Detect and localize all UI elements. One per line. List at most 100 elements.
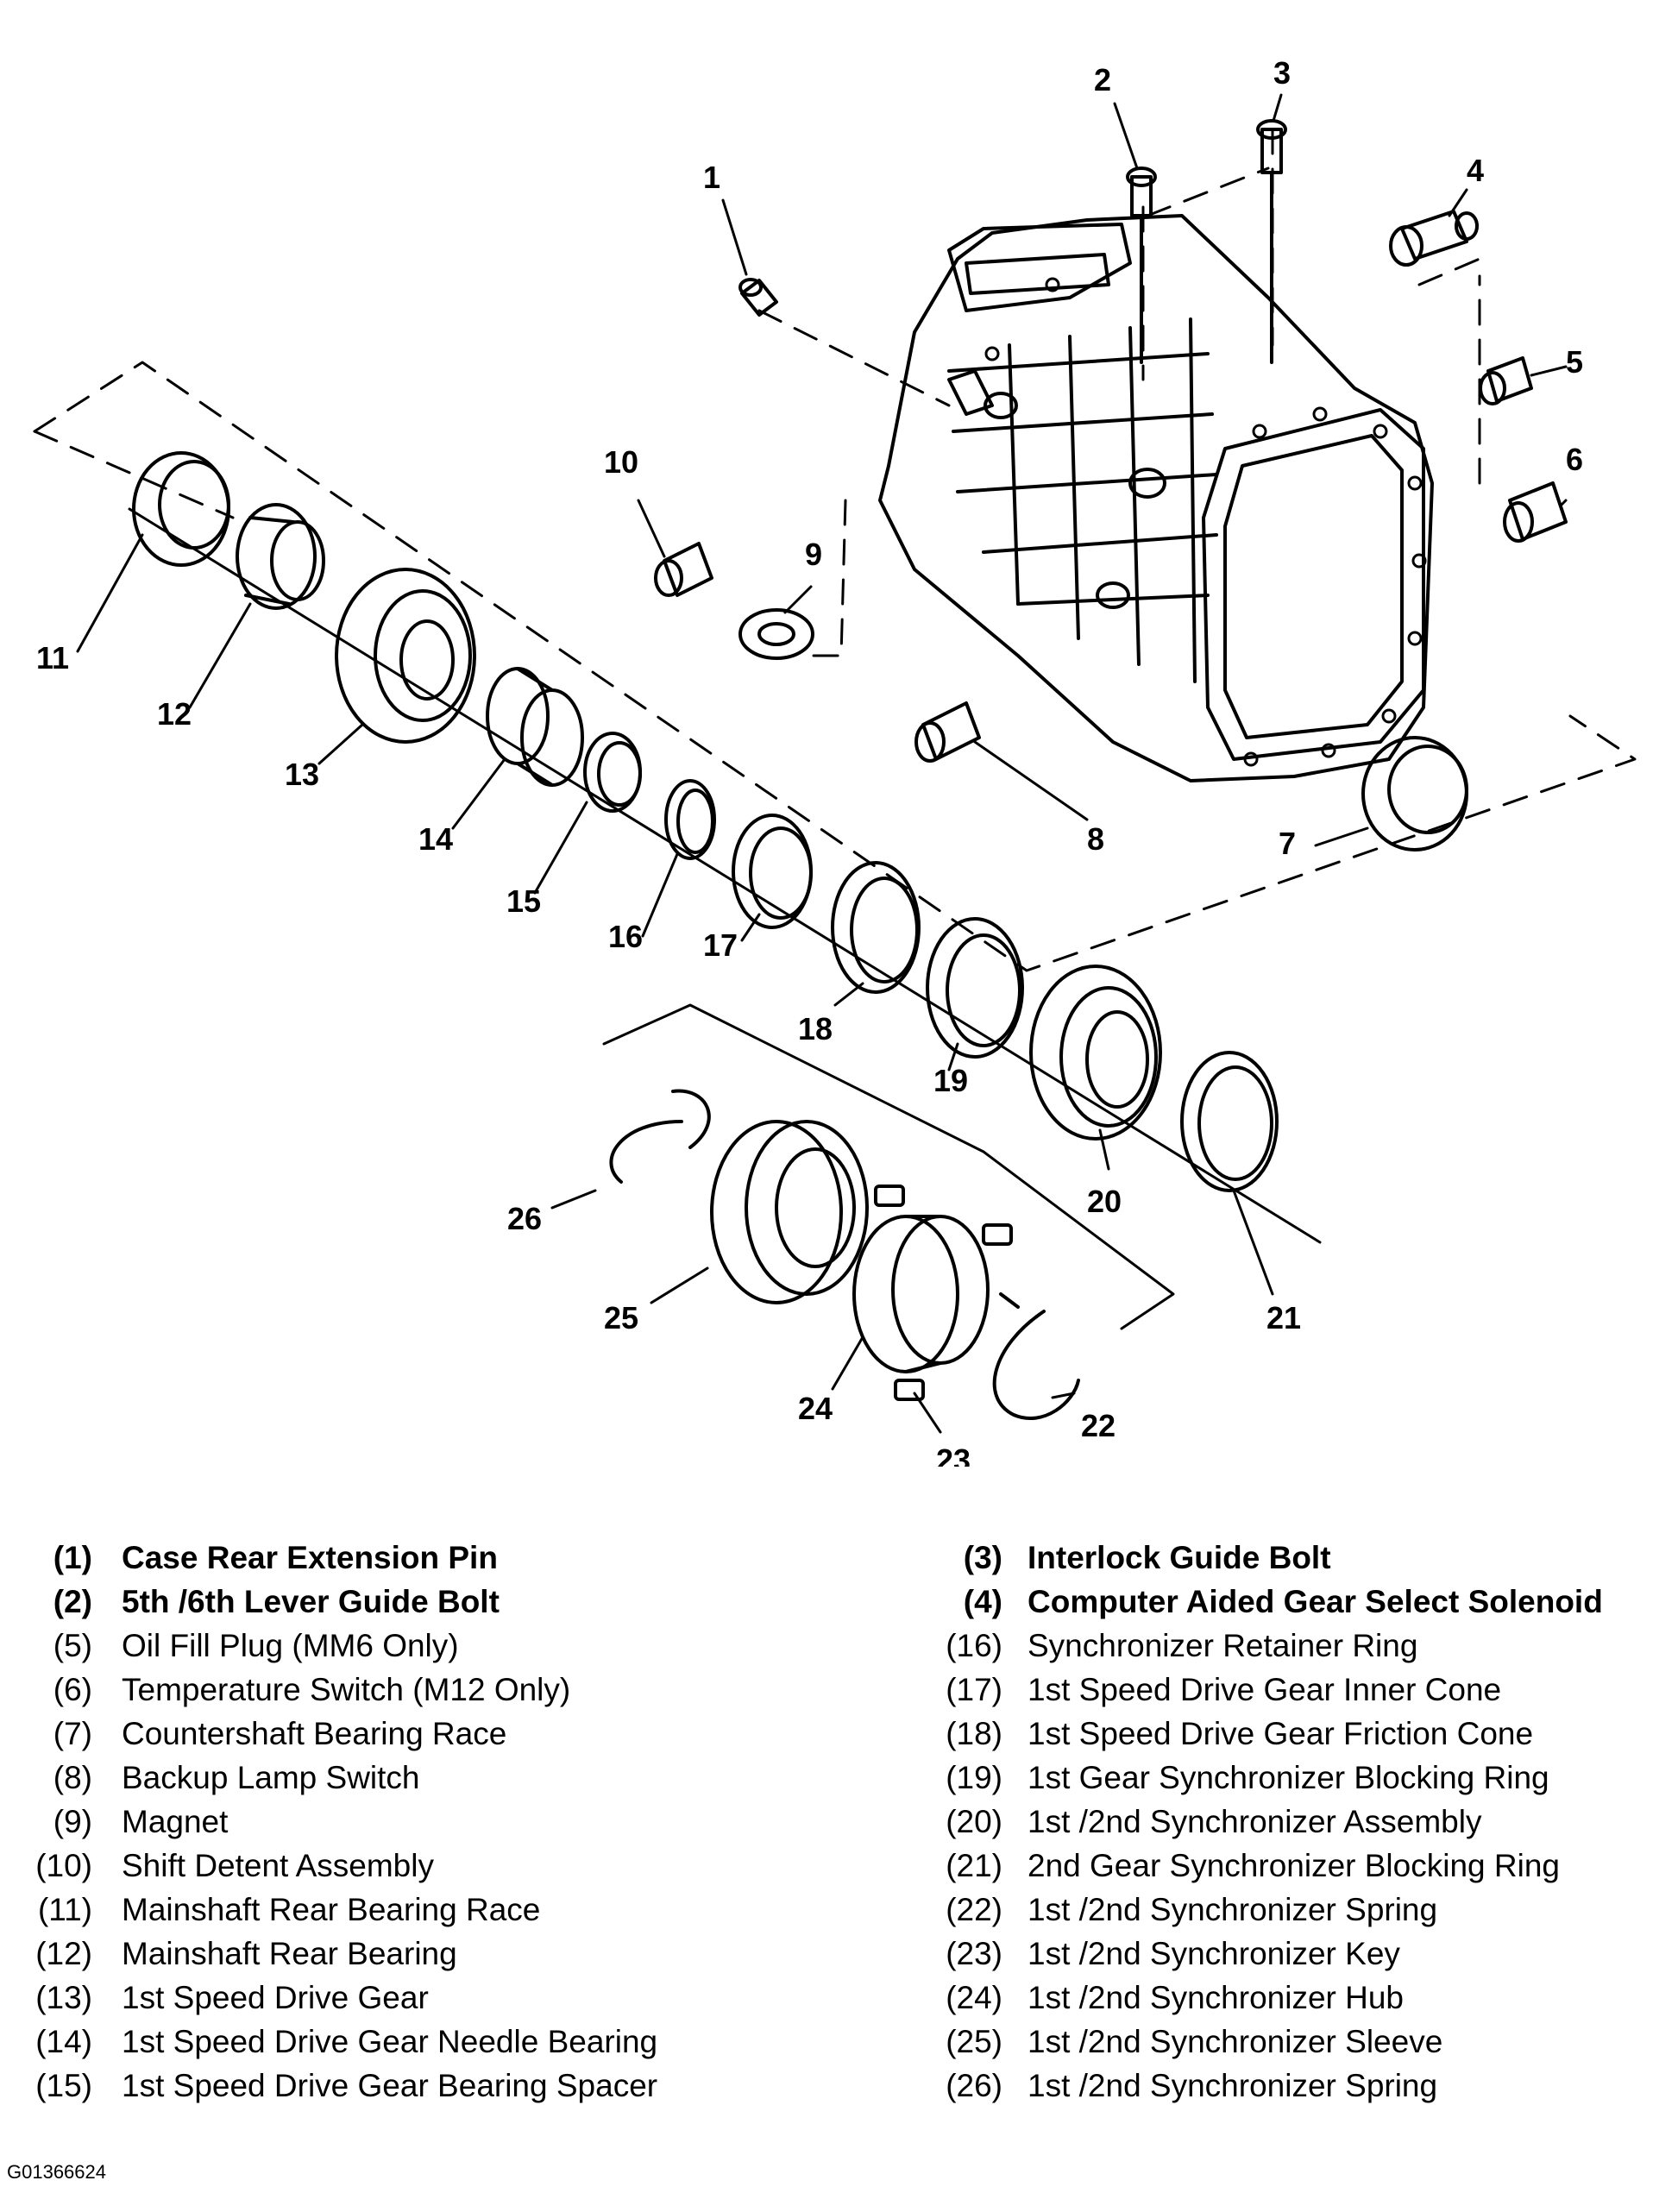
gear-13 bbox=[335, 568, 476, 744]
legend-number: (25) bbox=[946, 2024, 1002, 2059]
legend-text: 1st /2nd Synchronizer Spring bbox=[1028, 1892, 1438, 1927]
legend-text: 1st Speed Drive Gear Inner Cone bbox=[1028, 1672, 1502, 1707]
legend-item: (21)2nd Gear Synchronizer Blocking Ring bbox=[0, 1844, 1560, 1888]
callout-5: 5 bbox=[1566, 344, 1583, 380]
callout-numbers: 1 2 3 4 5 6 7 8 9 10 11 12 13 14 15 16 1… bbox=[36, 55, 1583, 1467]
callout-12: 12 bbox=[157, 696, 192, 732]
legend-text: Interlock Guide Bolt bbox=[1028, 1540, 1331, 1575]
legend-text: Case Rear Extension Pin bbox=[122, 1540, 498, 1575]
legend-number: (15) bbox=[35, 2068, 92, 2103]
legend-number: (17) bbox=[946, 1672, 1002, 1707]
ring-19 bbox=[926, 917, 1024, 1059]
legend-item: (17) 1st Speed Drive Gear Inner Cone bbox=[0, 1668, 1501, 1712]
legend-number: (22) bbox=[946, 1892, 1002, 1927]
legend-number: (2) bbox=[53, 1584, 92, 1619]
callout-21: 21 bbox=[1266, 1300, 1301, 1335]
legend-item: (13) 1st Speed Drive Gear bbox=[0, 1976, 429, 2020]
legend-number: (12) bbox=[35, 1936, 92, 1971]
callout-13: 13 bbox=[285, 757, 319, 792]
legend-number: (1) bbox=[53, 1540, 92, 1575]
ring-21 bbox=[1180, 1051, 1279, 1192]
fill-plug-5 bbox=[1479, 356, 1533, 405]
callout-6: 6 bbox=[1566, 442, 1583, 477]
legend-text: 2nd Gear Synchronizer Blocking Ring bbox=[1028, 1848, 1560, 1883]
legend-number: (19) bbox=[946, 1760, 1002, 1795]
callout-18: 18 bbox=[798, 1011, 833, 1046]
detent-10 bbox=[654, 542, 713, 597]
legend-text: 5th /6th Lever Guide Bolt bbox=[122, 1584, 500, 1619]
legend-text: Oil Fill Plug (MM6 Only) bbox=[122, 1628, 459, 1663]
legend-item: (24) 1st /2nd Synchronizer Hub bbox=[0, 1976, 1404, 2020]
callout-25: 25 bbox=[604, 1300, 638, 1335]
callout-9: 9 bbox=[805, 537, 822, 572]
callout-4: 4 bbox=[1467, 153, 1484, 188]
legend-text: 1st Speed Drive Gear Needle Bearing bbox=[122, 2024, 658, 2059]
legend-text: Backup Lamp Switch bbox=[122, 1760, 420, 1795]
legend-item: (15)1st Speed Drive Gear Bearing Spacer bbox=[0, 2064, 657, 2108]
legend-item: (22) 1st /2nd Synchronizer Spring bbox=[0, 1888, 1437, 1932]
callout-19: 19 bbox=[933, 1063, 968, 1098]
legend-text: 1st /2nd Synchronizer Sleeve bbox=[1028, 2024, 1443, 2059]
legend-item: (16)Synchronizer Retainer Ring bbox=[0, 1624, 1417, 1668]
legend-item: (4)Computer Aided Gear Select Solenoid bbox=[0, 1580, 1603, 1624]
legend-number: (14) bbox=[35, 2024, 92, 2059]
bolt-3 bbox=[1256, 119, 1287, 364]
keys-23 bbox=[874, 1185, 1013, 1401]
legend-text: 1st /2nd Synchronizer Hub bbox=[1028, 1980, 1405, 2015]
mainshaft-axis bbox=[128, 507, 1322, 1244]
legend-text: 1st Gear Synchronizer Blocking Ring bbox=[1028, 1760, 1549, 1795]
legend-number: (13) bbox=[35, 1980, 92, 2015]
legend-number: (10) bbox=[35, 1848, 92, 1883]
callout-16: 16 bbox=[608, 919, 643, 954]
legend-item: (18) 1st Speed Drive Gear Friction Cone bbox=[0, 1712, 1533, 1756]
bolt-2 bbox=[1126, 167, 1157, 364]
legend-item: (12) Mainshaft Rear Bearing bbox=[0, 1932, 457, 1976]
legend-text: 1st /2nd Synchronizer Assembly bbox=[1028, 1804, 1482, 1839]
legend-text: 1st /2nd Synchronizer Key bbox=[1028, 1936, 1400, 1971]
legend-number: (24) bbox=[946, 1980, 1002, 2015]
legend-text: Countershaft Bearing Race bbox=[122, 1716, 507, 1751]
legend-text: 1st Speed Drive Gear Friction Cone bbox=[1028, 1716, 1534, 1751]
cone-18 bbox=[831, 861, 921, 994]
legend-text: Mainshaft Rear Bearing bbox=[122, 1936, 457, 1971]
legend-item: (9)Magnet bbox=[0, 1800, 229, 1844]
legend-number: (9) bbox=[53, 1804, 92, 1839]
callout-7: 7 bbox=[1279, 826, 1296, 861]
legend-number: (6) bbox=[53, 1672, 92, 1707]
spacer-15 bbox=[583, 732, 642, 813]
legend-text: Synchronizer Retainer Ring bbox=[1028, 1628, 1418, 1663]
legend-number: (4) bbox=[963, 1584, 1002, 1619]
callout-23: 23 bbox=[936, 1442, 971, 1467]
legend-item: (2) 5th /6th Lever Guide Bolt bbox=[0, 1580, 500, 1624]
legend-text: Mainshaft Rear Bearing Race bbox=[122, 1892, 541, 1927]
legend-number: (8) bbox=[53, 1760, 92, 1795]
legend-item: (19) 1st Gear Synchronizer Blocking Ring bbox=[0, 1756, 1549, 1800]
sync-assembly-20 bbox=[1029, 965, 1162, 1141]
legend-item: (5)Oil Fill Plug (MM6 Only) bbox=[0, 1624, 459, 1668]
switch-8 bbox=[914, 701, 981, 763]
race-7 bbox=[1361, 736, 1468, 851]
legend-number: (3) bbox=[963, 1540, 1002, 1575]
temp-switch-6 bbox=[1503, 481, 1568, 543]
callout-11: 11 bbox=[36, 640, 69, 676]
callout-17: 17 bbox=[703, 927, 738, 963]
hub-24 bbox=[852, 1215, 990, 1373]
callout-26: 26 bbox=[507, 1201, 542, 1236]
callout-14: 14 bbox=[418, 821, 453, 857]
race-11 bbox=[132, 451, 230, 567]
legend-text: Temperature Switch (M12 Only) bbox=[122, 1672, 571, 1707]
legend-item: (3) Interlock Guide Bolt bbox=[0, 1536, 1331, 1580]
legend-number: (18) bbox=[946, 1716, 1002, 1751]
transmission-case bbox=[878, 214, 1434, 782]
legend-text: 1st /2nd Synchronizer Spring bbox=[1028, 2068, 1438, 2103]
callout-8: 8 bbox=[1087, 821, 1104, 857]
legend-text: 1st Speed Drive Gear bbox=[122, 1980, 429, 2015]
figure-code: G01366624 bbox=[7, 2161, 106, 2183]
legend-item: (20)1st /2nd Synchronizer Assembly bbox=[0, 1800, 1481, 1844]
synchronizer-assembly-outline bbox=[602, 1003, 1175, 1330]
callout-15: 15 bbox=[506, 883, 541, 919]
legend-item: (1) Case Rear Extension Pin bbox=[0, 1536, 498, 1580]
callout-20: 20 bbox=[1087, 1184, 1122, 1219]
callout-3: 3 bbox=[1273, 55, 1291, 91]
exploded-view-diagram: 1 2 3 4 5 6 7 8 9 10 11 12 13 14 15 16 1… bbox=[33, 55, 1637, 1467]
